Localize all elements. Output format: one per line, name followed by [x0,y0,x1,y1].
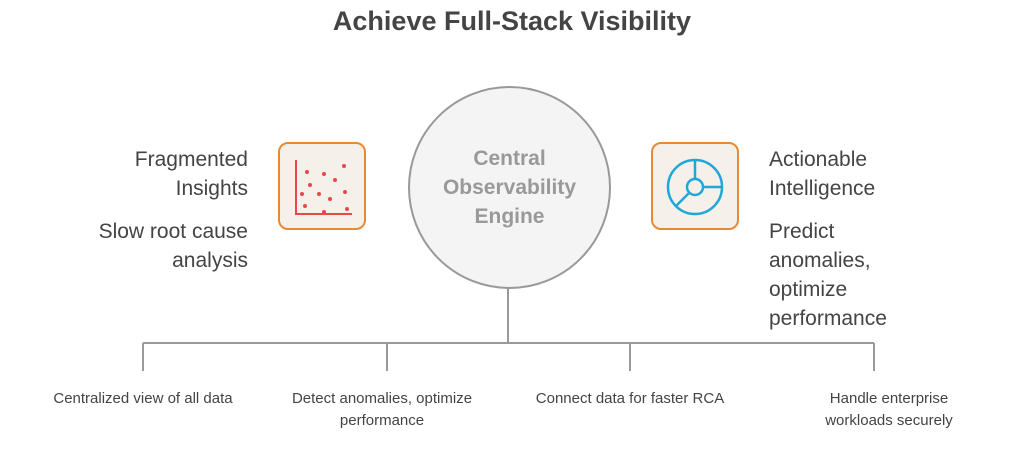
branch-label: Connect data for faster RCA [535,390,725,407]
branch-label: Centralized view of all data [53,390,233,407]
right-text: Actionable Intelligence Predict anomalie… [769,145,909,347]
central-engine-node: Central Observability Engine [408,86,611,289]
left-heading: Fragmented Insights [134,148,248,200]
left-detail: Slow root cause analysis [98,220,248,272]
branch-label: Detect anomalies, optimize performance [291,390,473,429]
left-text: Fragmented Insights Slow root cause anal… [73,145,248,289]
central-engine-label: Central Observability Engine [442,147,577,228]
branch-label: Handle enterprise workloads securely [825,390,953,429]
diagram-title: Achieve Full-Stack Visibility [332,6,692,36]
right-heading: Actionable Intelligence [769,148,876,200]
right-detail: Predict anomalies, optimize performance [769,220,887,330]
scatter-plot-icon [278,142,366,230]
pie-chart-icon [651,142,739,230]
